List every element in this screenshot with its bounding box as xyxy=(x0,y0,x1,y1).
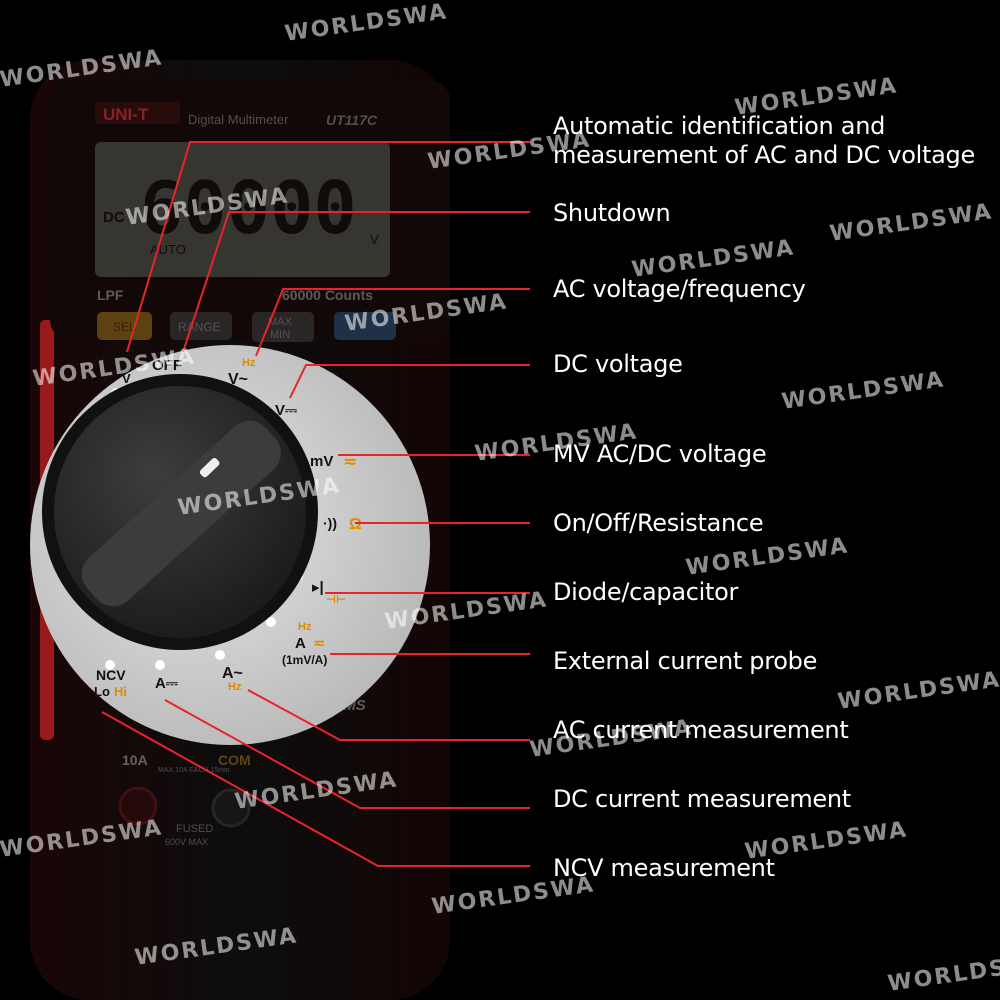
sel-button[interactable]: SEL xyxy=(97,312,152,340)
leader-auto xyxy=(126,141,530,353)
dial-diode-icon: ▸| xyxy=(312,579,324,596)
jack-com xyxy=(211,788,251,828)
lcd-display: 60000 DC AUTO V xyxy=(95,142,390,277)
callout-auto: Automatic identification and measurement… xyxy=(553,112,975,170)
dial-auto-label: AUTO xyxy=(92,354,129,369)
callout-ac-voltage: AC voltage/frequency xyxy=(553,275,806,303)
lcd-reading: 60000 xyxy=(140,166,357,250)
lcd-unit-label: V xyxy=(370,232,379,247)
callout-shutdown: Shutdown xyxy=(553,199,671,227)
callout-ac-current: AC current measurement xyxy=(553,716,849,744)
dial-capacitor-icon: ⊣⊢ xyxy=(326,594,346,606)
dial-probe-a-label: A xyxy=(295,635,306,652)
jack-10a-label: 10A xyxy=(122,752,148,768)
fused-voltage-label: 600V MAX xyxy=(165,837,208,847)
dial-mv-symbol: ≂ xyxy=(343,452,357,471)
svg-text:RANGE: RANGE xyxy=(178,320,221,334)
svg-text:MAX: MAX xyxy=(268,316,293,328)
leader-vac xyxy=(255,288,530,357)
true-rms-label: True RMS xyxy=(296,697,366,714)
callout-auto-line2: measurement of AC and DC voltage xyxy=(553,141,975,169)
fused-label: FUSED xyxy=(176,823,213,835)
dial-mv-label: mV xyxy=(310,453,333,470)
range-button[interactable]: RANGE xyxy=(170,312,232,340)
dial-aac-label: A~ xyxy=(222,665,243,682)
dial-vac-label: V~ xyxy=(228,371,248,388)
callout-ncv: NCV measurement xyxy=(553,854,775,882)
callout-current-probe: External current probe xyxy=(553,647,818,675)
svg-text:SEL: SEL xyxy=(113,320,136,334)
callout-lines xyxy=(101,141,530,867)
dial-lo-label: Lo xyxy=(94,684,110,699)
dial-off-label: OFF xyxy=(152,357,182,374)
counts-label: 60000 Counts xyxy=(282,287,373,303)
leader-ncv xyxy=(101,711,530,867)
jack-max-note: MAX 10A EACH 15min xyxy=(158,767,230,774)
device-header: UNI-T Digital Multimeter UT117C xyxy=(95,102,378,128)
jack-com-label: COM xyxy=(218,752,251,768)
device-model: UT117C xyxy=(326,112,378,128)
dial-sound-icon: ·)) xyxy=(323,515,337,531)
dial-loz-label: LoZ xyxy=(90,371,114,386)
callout-resistance: On/Off/Resistance xyxy=(553,509,764,537)
dial-loz-v-label: V xyxy=(122,371,131,386)
dial-adc-label: A⎓ xyxy=(155,675,178,692)
rotary-knob[interactable] xyxy=(42,374,318,650)
lcd-dc-label: DC xyxy=(103,209,125,226)
max-min-button[interactable]: MAX MIN xyxy=(252,312,314,342)
callout-auto-line1: Automatic identification and xyxy=(553,112,886,140)
hold-button[interactable] xyxy=(334,312,396,340)
leader-aac xyxy=(247,689,530,741)
dial-hi-label: Hi xyxy=(114,684,127,699)
dial-probe-range-label: (1mV/A) xyxy=(282,653,327,667)
jack-10a xyxy=(118,786,158,826)
leader-adc xyxy=(164,699,530,809)
lpf-label: LPF xyxy=(97,287,124,303)
dial-hz-label: Hz xyxy=(242,357,256,369)
lower-panel: True RMS 10A COM MAX 10A EACH 15min FUSE… xyxy=(118,697,366,847)
callout-dc-voltage: DC voltage xyxy=(553,350,683,378)
dial-probe-symbol: ≂ xyxy=(313,635,326,652)
dial-vdc-label: V⎓ xyxy=(275,402,297,419)
dial-labels: AUTO LoZ V OFF Hz V~ V⎓ mV ≂ ·)) Ω ▸| ⊣⊢… xyxy=(90,354,362,699)
device-subtitle: Digital Multimeter xyxy=(188,112,289,127)
callout-dc-current: DC current measurement xyxy=(553,785,851,813)
dial-probe-hz-label: Hz xyxy=(298,621,312,633)
callout-mv-voltage: MV AC/DC voltage xyxy=(553,440,767,468)
brand-logo: UNI-T xyxy=(103,105,149,124)
leader-vdc xyxy=(289,364,530,399)
leader-off xyxy=(182,211,530,353)
button-row: LPF 60000 Counts SEL RANGE MAX MIN xyxy=(97,287,396,342)
dial-ncv-label: NCV xyxy=(96,667,126,683)
dial-aac-hz-label: Hz xyxy=(228,681,242,693)
callout-diode: Diode/capacitor xyxy=(553,578,739,606)
dial-ohm-label: Ω xyxy=(349,516,362,533)
svg-text:MIN: MIN xyxy=(270,329,290,341)
